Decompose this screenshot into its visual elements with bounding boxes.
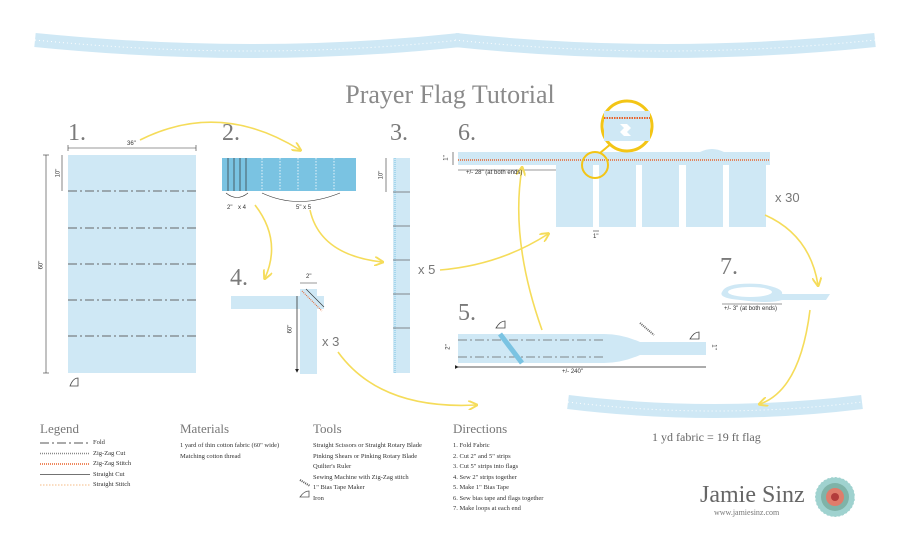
legend-section: Legend bbox=[40, 421, 79, 437]
directions-item: 1. Fold Fabric bbox=[453, 442, 490, 449]
step5-height-label: 2" bbox=[445, 344, 452, 350]
step2-strips bbox=[222, 158, 356, 202]
step4-multiplier: x 3 bbox=[322, 334, 340, 349]
step5-bias-tape bbox=[454, 320, 706, 369]
step6-ends-label: +/- 28" (at both ends) bbox=[466, 170, 523, 176]
directions-section: Directions 1. Fold Fabric 2. Cut 2" and … bbox=[453, 421, 543, 515]
brand-medallion-icon bbox=[814, 476, 856, 518]
step6-flags bbox=[452, 99, 770, 232]
directions-item: 2. Cut 2" and 5" strips bbox=[453, 452, 511, 460]
step1-fabric bbox=[43, 145, 197, 387]
step3-strip bbox=[385, 158, 410, 373]
step2-narrow-mult: x 4 bbox=[238, 205, 247, 211]
step7-ends-label: +/- 3" (at both ends) bbox=[724, 306, 777, 312]
tools-item: Pinking Shears or Pinking Rotary Blade bbox=[313, 452, 418, 460]
tools-item: Iron bbox=[313, 494, 324, 502]
step1-width-label: 36" bbox=[127, 141, 136, 147]
legend-swatches bbox=[40, 442, 90, 486]
legend-item: Straight Stitch bbox=[93, 481, 131, 488]
top-bunting bbox=[34, 33, 876, 58]
legend-item: Zig-Zag Cut bbox=[93, 449, 126, 457]
tools-item: Quilter's Ruler bbox=[313, 463, 352, 470]
page-title: Prayer Flag Tutorial bbox=[345, 80, 555, 109]
step3-height-label: 10" bbox=[378, 170, 385, 180]
step1-height-label: 60" bbox=[38, 260, 45, 270]
directions-heading: Directions bbox=[453, 421, 508, 436]
step5-tape-width-label: 1" bbox=[710, 344, 717, 350]
brand-url[interactable]: www.jamiesinz.com bbox=[714, 508, 780, 517]
yield-text: 1 yd fabric = 19 ft flag bbox=[652, 430, 761, 444]
tool-icons bbox=[299, 479, 311, 498]
directions-item: 7. Make loops at each end bbox=[453, 505, 521, 512]
step2-number: 2. bbox=[222, 120, 240, 146]
materials-heading: Materials bbox=[180, 421, 230, 436]
step4-height-label: 60" bbox=[287, 324, 294, 334]
materials-item: Matching cotton thread bbox=[180, 452, 241, 460]
tools-heading: Tools bbox=[313, 421, 342, 436]
tools-item: 1" Bias Tape Maker bbox=[313, 484, 365, 491]
step6-height-label: 1" bbox=[443, 155, 450, 161]
materials-item: 1 yard of thin cotton fabric (60" wide) bbox=[180, 442, 280, 449]
legend-heading: Legend bbox=[40, 421, 79, 436]
step1-fold-label: 10" bbox=[55, 168, 62, 178]
legend-item: Fold bbox=[93, 439, 105, 446]
step6-gap-label: 1" bbox=[593, 234, 599, 240]
flow-arrows bbox=[139, 121, 818, 405]
step4-join bbox=[231, 282, 325, 374]
step2-narrow-label: 2" bbox=[227, 205, 233, 211]
step7-loop bbox=[721, 283, 830, 305]
step7-number: 7. bbox=[720, 254, 738, 280]
directions-item: 6. Sew bias tape and flags together bbox=[453, 494, 544, 502]
step1-number: 1. bbox=[68, 120, 86, 146]
step5-length-label: +/- 240" bbox=[562, 369, 583, 375]
step4-number: 4. bbox=[230, 265, 248, 291]
step4-width-label: 2" bbox=[306, 274, 312, 280]
legend-items: Fold Zig-Zag Cut Zig-Zag Stitch Straight… bbox=[93, 438, 131, 491]
directions-item: 5. Make 1" Bias Tape bbox=[453, 484, 510, 491]
tools-item: Sewing Machine with Zig-Zag stitch bbox=[313, 473, 409, 481]
step3-number: 3. bbox=[390, 120, 408, 146]
legend-item: Zig-Zag Stitch bbox=[93, 460, 132, 467]
tools-item: Straight Scissors or Straight Rotary Bla… bbox=[313, 442, 422, 449]
step6-multiplier: x 30 bbox=[775, 190, 800, 205]
directions-item: 4. Sew 2" strips together bbox=[453, 473, 517, 481]
step3-multiplier: x 5 bbox=[418, 262, 436, 277]
step2-wide-label: 5" x 5 bbox=[296, 205, 312, 211]
directions-item: 3. Cut 5" strips into flags bbox=[453, 463, 519, 470]
materials-section: Materials 1 yard of thin cotton fabric (… bbox=[180, 421, 279, 462]
brand-name: Jamie Sinz bbox=[700, 482, 805, 508]
step5-number: 5. bbox=[458, 300, 476, 326]
tools-section: Tools Straight Scissors or Straight Rota… bbox=[313, 421, 422, 504]
legend-item: Straight Cut bbox=[93, 470, 125, 478]
step6-number: 6. bbox=[458, 120, 476, 146]
bottom-bunting bbox=[567, 395, 863, 418]
